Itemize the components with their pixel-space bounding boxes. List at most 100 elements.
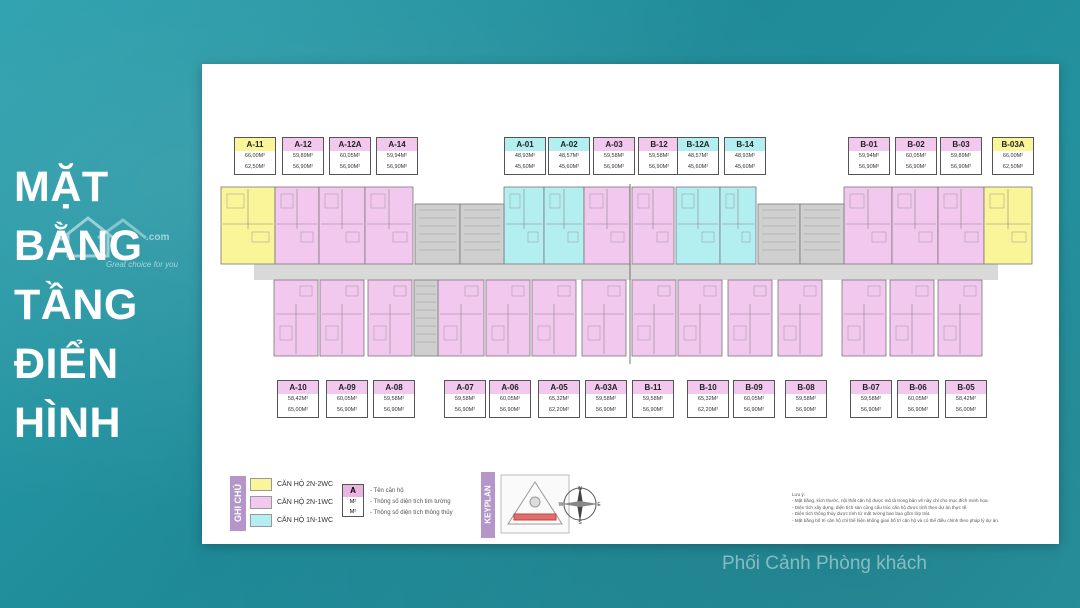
note-line: - Diện tích thông thủy được tính từ mặt …: [792, 511, 931, 517]
unit-area-net: 56,90M²: [907, 407, 929, 413]
unit-area-net: 56,90M²: [336, 407, 358, 413]
furniture-sofa: [299, 285, 313, 297]
furniture-sofa: [803, 285, 817, 297]
legend-key-desc: - Thông số diện tích tim tường: [370, 499, 451, 505]
legend-key-m2: M²: [349, 509, 357, 515]
furniture-sofa: [393, 285, 407, 297]
unit-code: A-10: [278, 381, 318, 394]
title-line: HÌNH: [14, 399, 122, 447]
unit-area-gross: 59,58M²: [383, 396, 405, 402]
unit-area-gross: 60,05M²: [907, 396, 929, 402]
legend-label: CĂN HỘ 1N-1WC: [277, 517, 334, 524]
house-logo-icon: [59, 216, 147, 258]
unit-code: A-02: [549, 138, 589, 151]
legend-title-text: GHI CHÚ: [233, 484, 243, 522]
unit-code: A-14: [377, 138, 417, 151]
unit-code: B-08: [786, 381, 826, 394]
watermark-slogan: Great choice for you: [106, 260, 179, 269]
compass-icon: N S E W: [559, 486, 601, 526]
furniture-sofa: [701, 231, 715, 243]
furniture-bed: [589, 193, 604, 209]
unit-area-gross: 65,32M²: [548, 396, 570, 402]
unit-code: A-03: [594, 138, 634, 151]
unit-area-net: 56,90M²: [603, 164, 625, 170]
furniture-sofa: [607, 285, 621, 297]
furniture-sofa: [1011, 231, 1027, 243]
legend-key-m1: M²: [349, 499, 357, 505]
unit-area-gross: 59,89M²: [292, 153, 314, 159]
unit-code: B-11: [633, 381, 673, 394]
furniture-bed: [733, 325, 747, 341]
unit-area-net: 45,60M²: [514, 164, 536, 170]
furniture-sofa: [610, 231, 625, 243]
unit-area-gross: 65,32M²: [697, 396, 719, 402]
unit-code: A-12A: [330, 138, 370, 151]
furniture-bed: [509, 193, 521, 209]
unit-code: A-06: [490, 381, 530, 394]
legend-key-desc: - Thông số diện tích thông thủy: [370, 510, 453, 516]
unit-area-gross: 59,58M²: [595, 396, 617, 402]
furniture-sofa: [918, 231, 933, 243]
unit-label: B-06 60,05M² 56,90M²: [897, 380, 939, 418]
unit-area-gross: 59,58M²: [642, 396, 664, 402]
furniture-sofa: [527, 231, 539, 243]
furniture-bed: [783, 325, 797, 341]
unit-area-net: 56,90M²: [858, 164, 880, 170]
furniture-bed: [549, 193, 561, 209]
unit-code: A-01: [505, 138, 545, 151]
unit-code: B-09: [734, 381, 774, 394]
unit-code: A-05: [539, 381, 579, 394]
furniture-sofa: [345, 231, 360, 243]
furniture-bed: [637, 325, 651, 341]
unit-area-gross: 59,58M²: [860, 396, 882, 402]
title-line: ĐIỂN: [14, 340, 119, 388]
unit-area-net: 56,90M²: [595, 407, 617, 413]
furniture-bed: [280, 193, 294, 209]
furniture-sofa: [300, 231, 314, 243]
furniture-bed: [725, 193, 735, 209]
unit-area-gross: 60,05M²: [499, 396, 521, 402]
watermark-name: .com: [146, 232, 170, 243]
unit-area-net: 56,90M²: [292, 164, 314, 170]
furniture-bed: [226, 193, 245, 209]
unit-area-gross: 59,94M²: [386, 153, 408, 159]
unit-area-net: 62,20M²: [548, 407, 570, 413]
legend-swatch: [250, 496, 272, 509]
unit-area-gross: 48,93M²: [734, 153, 756, 159]
unit-area-gross: 59,58M²: [454, 396, 476, 402]
apartment-unit-bottom: [485, 279, 531, 357]
furniture-sofa: [567, 231, 579, 243]
legend-swatch: [250, 514, 272, 527]
unit-code: B-10: [688, 381, 728, 394]
unit-label: A-05 65,32M² 62,20M²: [538, 380, 580, 418]
legend-key-desc: - Tên căn hộ: [370, 488, 404, 494]
unit-area-net: 56,90M²: [339, 164, 361, 170]
legend-swatch: [250, 478, 272, 491]
title-line: BẰNG: [14, 222, 143, 270]
furniture-bed: [895, 325, 909, 341]
note-line: Lưu ý:: [792, 492, 806, 497]
legend-key-code: A: [343, 485, 363, 497]
unit-area-net: 65,00M²: [287, 407, 309, 413]
unit-area-net: 56,90M²: [383, 407, 405, 413]
unit-area-gross: 59,94M²: [858, 153, 880, 159]
unit-code: B-06: [898, 381, 938, 394]
unit-code: B-12A: [678, 138, 718, 151]
